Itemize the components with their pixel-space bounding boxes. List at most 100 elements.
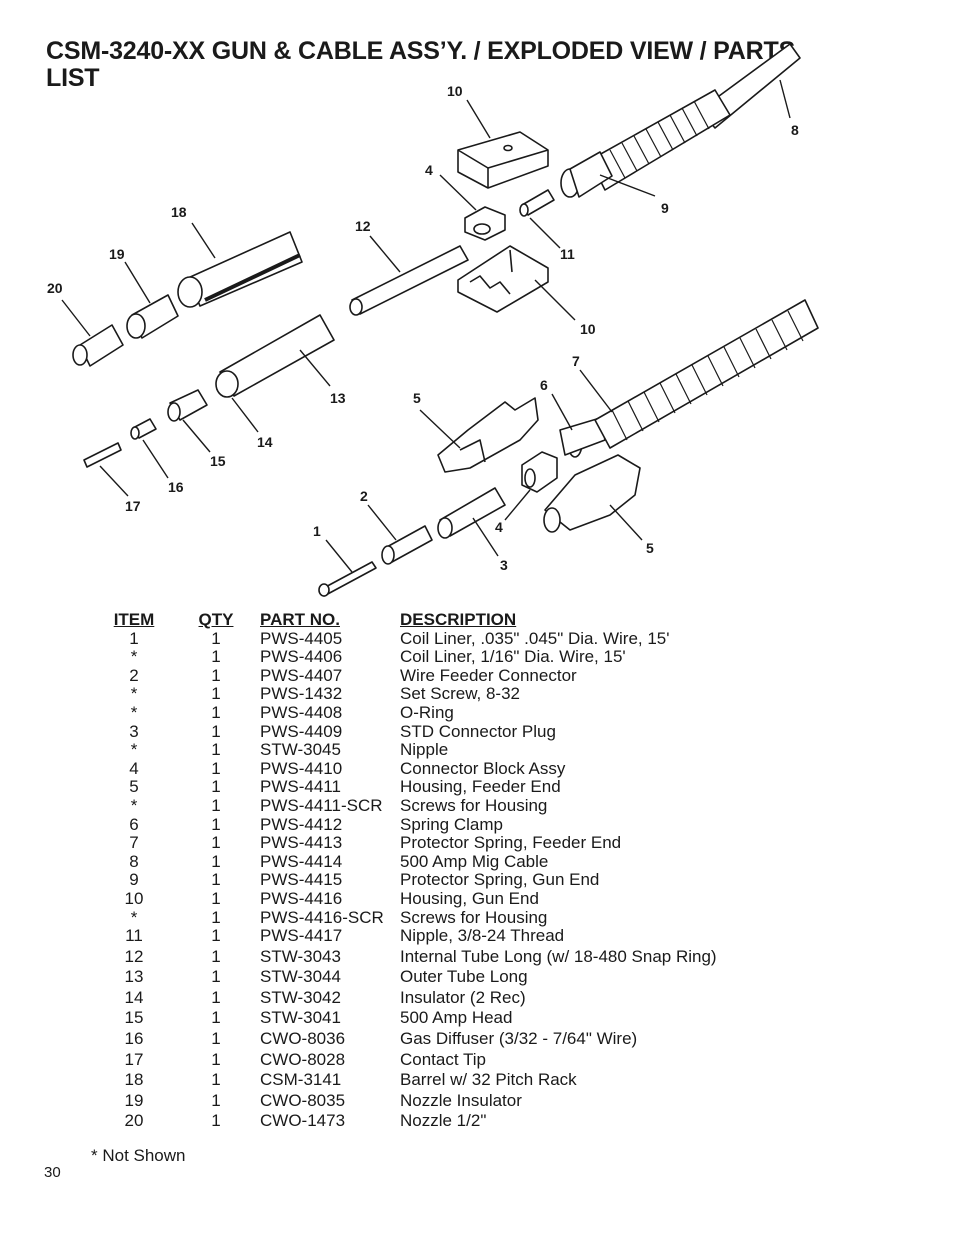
- cell-qty: 1: [211, 702, 221, 722]
- connector-plug-part: [437, 487, 506, 539]
- housing-feeder-end-lower-part: [543, 454, 641, 533]
- callout-3: 3: [500, 557, 508, 573]
- cell-item: 3: [129, 721, 139, 741]
- cell-description: Screws for Housing: [400, 795, 548, 815]
- cell-qty: 1: [211, 1029, 221, 1049]
- cell-item: 16: [124, 1029, 144, 1049]
- cell-item: 11: [125, 926, 143, 946]
- cell-qty: 1: [211, 665, 221, 685]
- cell-item: 1: [129, 628, 139, 648]
- cell-part-no: PWS-4411-SCR: [260, 795, 383, 815]
- wire-feeder-connector-part: [381, 525, 433, 565]
- cell-qty: 1: [211, 1008, 221, 1028]
- cell-qty: 1: [211, 870, 221, 890]
- callout-5: 5: [646, 540, 654, 556]
- cell-description: Screws for Housing: [400, 907, 548, 927]
- leader-lines: [61, 79, 791, 573]
- cell-description: 500 Amp Mig Cable: [400, 851, 549, 871]
- cell-item: 6: [129, 814, 139, 834]
- cell-description: Nipple: [400, 740, 449, 760]
- cell-item: 13: [124, 967, 144, 987]
- column-header-qty: QTY: [198, 610, 234, 629]
- cell-description: Wire Feeder Connector: [400, 665, 577, 685]
- cell-item: 18: [124, 1070, 144, 1090]
- cell-part-no: PWS-4417: [260, 926, 343, 946]
- exploded-view-diagram: 10 8 4 9 18 12 19 11 20 10 7 6 13 5 14 1…: [47, 43, 819, 597]
- cell-item: 2: [129, 665, 139, 685]
- cell-part-no: CSM-3141: [260, 1070, 342, 1090]
- cell-description: 500 Amp Head: [400, 1008, 513, 1028]
- housing-feeder-end-upper-part: [437, 397, 539, 473]
- cell-qty: 1: [211, 987, 221, 1007]
- barrel-part: [177, 231, 303, 308]
- cell-description: Set Screw, 8-32: [400, 684, 521, 704]
- callout-14: 14: [257, 434, 273, 450]
- cell-description: Protector Spring, Feeder End: [400, 833, 622, 853]
- callout-12: 12: [355, 218, 371, 234]
- cell-qty: 1: [211, 851, 221, 871]
- outer-tube-part: [215, 314, 335, 398]
- cell-qty: 1: [211, 795, 221, 815]
- column-header-description: DESCRIPTION: [400, 610, 517, 629]
- cell-part-no: PWS-4407: [260, 665, 343, 685]
- cell-description: O-Ring: [400, 702, 454, 722]
- cell-description: Housing, Gun End: [400, 888, 539, 908]
- housing-gun-end-top-part: [457, 131, 549, 189]
- callout-4: 4: [495, 519, 503, 535]
- internal-tube-part: [349, 245, 469, 316]
- callout-16: 16: [168, 479, 184, 495]
- cell-qty: 1: [211, 721, 221, 741]
- connector-block-lower-part: [521, 451, 558, 493]
- cell-item: 19: [124, 1090, 144, 1110]
- cell-description: Gas Diffuser (3/32 - 7/64" Wire): [400, 1029, 638, 1049]
- callout-9: 9: [661, 200, 669, 216]
- contact-tip-part: [83, 442, 122, 468]
- callout-13: 13: [330, 390, 346, 406]
- cell-part-no: PWS-1432: [260, 684, 343, 704]
- cell-part-no: PWS-4408: [260, 702, 343, 722]
- cell-item: 4: [129, 758, 139, 778]
- cell-part-no: STW-3042: [260, 987, 341, 1007]
- callout-6: 6: [540, 377, 548, 393]
- cell-part-no: PWS-4411: [260, 777, 341, 797]
- connector-block-top-part: [464, 206, 506, 241]
- cell-description: Insulator (2 Rec): [400, 987, 526, 1007]
- column-header-item: ITEM: [113, 610, 155, 629]
- cell-part-no: PWS-4409: [260, 721, 343, 741]
- page-number: 30: [44, 1164, 61, 1181]
- cell-part-no: STW-3041: [260, 1008, 341, 1028]
- cell-description: Outer Tube Long: [400, 967, 528, 987]
- callout-7: 7: [572, 353, 580, 369]
- cell-part-no: PWS-4416-SCR: [260, 907, 384, 927]
- callout-2: 2: [360, 488, 368, 504]
- cell-description: Nozzle 1/2": [400, 1111, 487, 1131]
- coil-liner-part: [318, 561, 377, 597]
- cell-item: 20: [124, 1111, 144, 1131]
- cell-description: Contact Tip: [400, 1049, 486, 1069]
- cell-part-no: CWO-8028: [260, 1049, 346, 1069]
- cell-item: *: [130, 684, 138, 704]
- cell-qty: 1: [211, 1070, 221, 1090]
- nozzle-part: [72, 324, 124, 367]
- cell-qty: 1: [211, 833, 221, 853]
- cell-part-no: PWS-4415: [260, 870, 343, 890]
- callout-15: 15: [210, 453, 226, 469]
- cell-description: STD Connector Plug: [400, 721, 556, 741]
- housing-gun-end-bottom-part: [457, 245, 549, 313]
